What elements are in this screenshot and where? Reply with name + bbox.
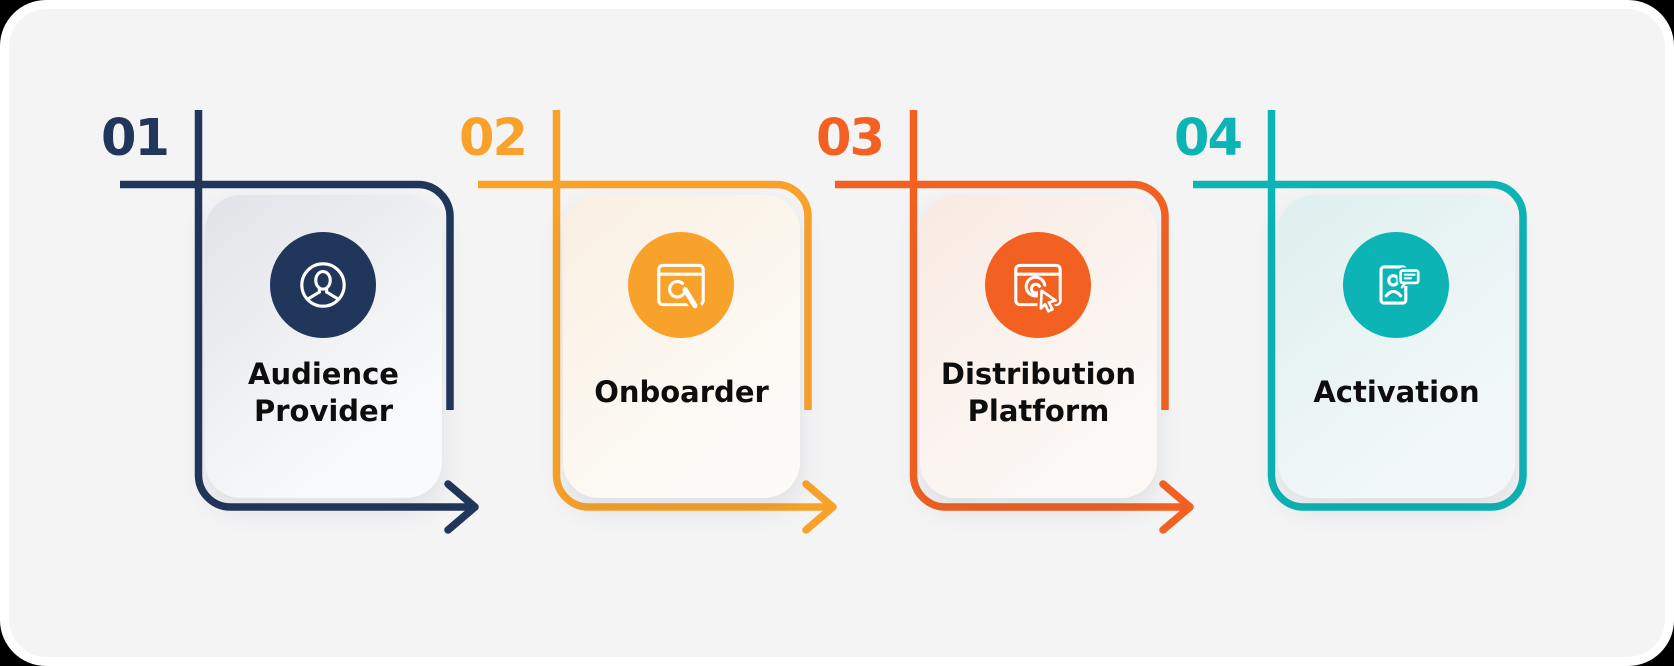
- id-card-chat-icon: [1379, 265, 1422, 305]
- step-icon-circle: [985, 232, 1091, 338]
- step-number: 04: [1174, 109, 1243, 168]
- browser-click-icon: [1014, 263, 1062, 315]
- step-number: 01: [101, 109, 170, 168]
- step-card: Distribution Platform: [920, 195, 1157, 498]
- step-card: Audience Provider: [205, 195, 442, 498]
- process-step: 03 Distribution Platform: [816, 0, 1213, 620]
- step-icon-circle: [270, 232, 376, 338]
- connector-lines: [835, 110, 1194, 534]
- step-title: Distribution Platform: [940, 356, 1137, 428]
- step-card: Activation: [1278, 195, 1515, 498]
- step-number: 03: [816, 109, 885, 168]
- process-step: 02 Onboarder: [459, 0, 856, 620]
- step-icon-circle: [628, 232, 734, 338]
- connector-lines: [478, 110, 837, 534]
- connector-lines: [1193, 110, 1527, 511]
- connector-lines: [120, 110, 479, 534]
- step-title: Onboarder: [594, 375, 769, 410]
- step-title: Audience Provider: [248, 356, 399, 428]
- step-card: Onboarder: [563, 195, 800, 498]
- user-avatar-icon: [300, 262, 346, 308]
- process-step: 04 Activation: [1174, 0, 1571, 620]
- browser-wrench-icon: [657, 263, 705, 313]
- step-title: Activation: [1313, 375, 1480, 410]
- step-number: 02: [459, 109, 528, 168]
- process-step: 01 Audience Provider: [101, 0, 498, 620]
- step-icon-circle: [1343, 232, 1449, 338]
